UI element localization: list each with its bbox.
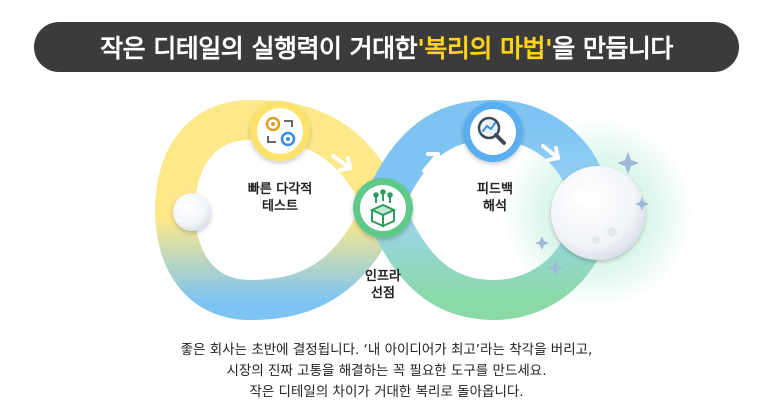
small-snowball [173, 193, 211, 231]
node-fast-test [250, 101, 310, 161]
label-infra-line1: 인프라 [365, 269, 401, 284]
arrow-up-right-icon [422, 152, 440, 173]
magnifier-chart-icon [477, 116, 506, 145]
title-prefix: 작은 디테일의 실행력이 거대한 [100, 34, 418, 63]
gears-cycle-icon [265, 116, 296, 147]
label-infra-line2: 선점 [371, 286, 395, 301]
network-box-icon [369, 189, 397, 228]
caption: 좋은 회사는 초반에 결정됩니다. ‘내 아이디어가 최고’라는 착각을 버리고… [0, 340, 773, 403]
caption-line-2: 시장의 진짜 고통을 해결하는 꼭 필요한 도구를 만드세요. [226, 363, 547, 379]
arrow-right-down-icon [331, 154, 352, 172]
arrow-right-down-icon-2 [541, 144, 560, 162]
label-feedback-line1: 피드백 [477, 182, 513, 197]
node-infra [353, 178, 413, 238]
label-infra: 인프라 선점 [343, 268, 423, 302]
sparkle-icon [535, 152, 649, 276]
caption-line-1: 좋은 회사는 초반에 결정됩니다. ‘내 아이디어가 최고’라는 착각을 버리고… [180, 342, 593, 358]
title-highlight: '복리의 마법' [417, 34, 553, 63]
label-fast-test-line2: 테스트 [262, 199, 298, 214]
node-feedback [463, 102, 523, 162]
title-banner: 작은 디테일의 실행력이 거대한 '복리의 마법'을 만듭니다 [34, 22, 739, 72]
title-suffix: 을 만듭니다 [552, 34, 673, 63]
caption-line-3: 작은 디테일의 차이가 거대한 복리로 돌아옵니다. [249, 384, 524, 400]
big-snowball [551, 166, 645, 260]
label-fast-test-line1: 빠른 다각적 [247, 182, 313, 197]
label-feedback-line2: 해석 [483, 199, 507, 214]
infinity-loop-diagram [154, 99, 693, 321]
label-fast-test: 빠른 다각적 테스트 [230, 181, 330, 215]
label-feedback: 피드백 해석 [445, 181, 545, 215]
